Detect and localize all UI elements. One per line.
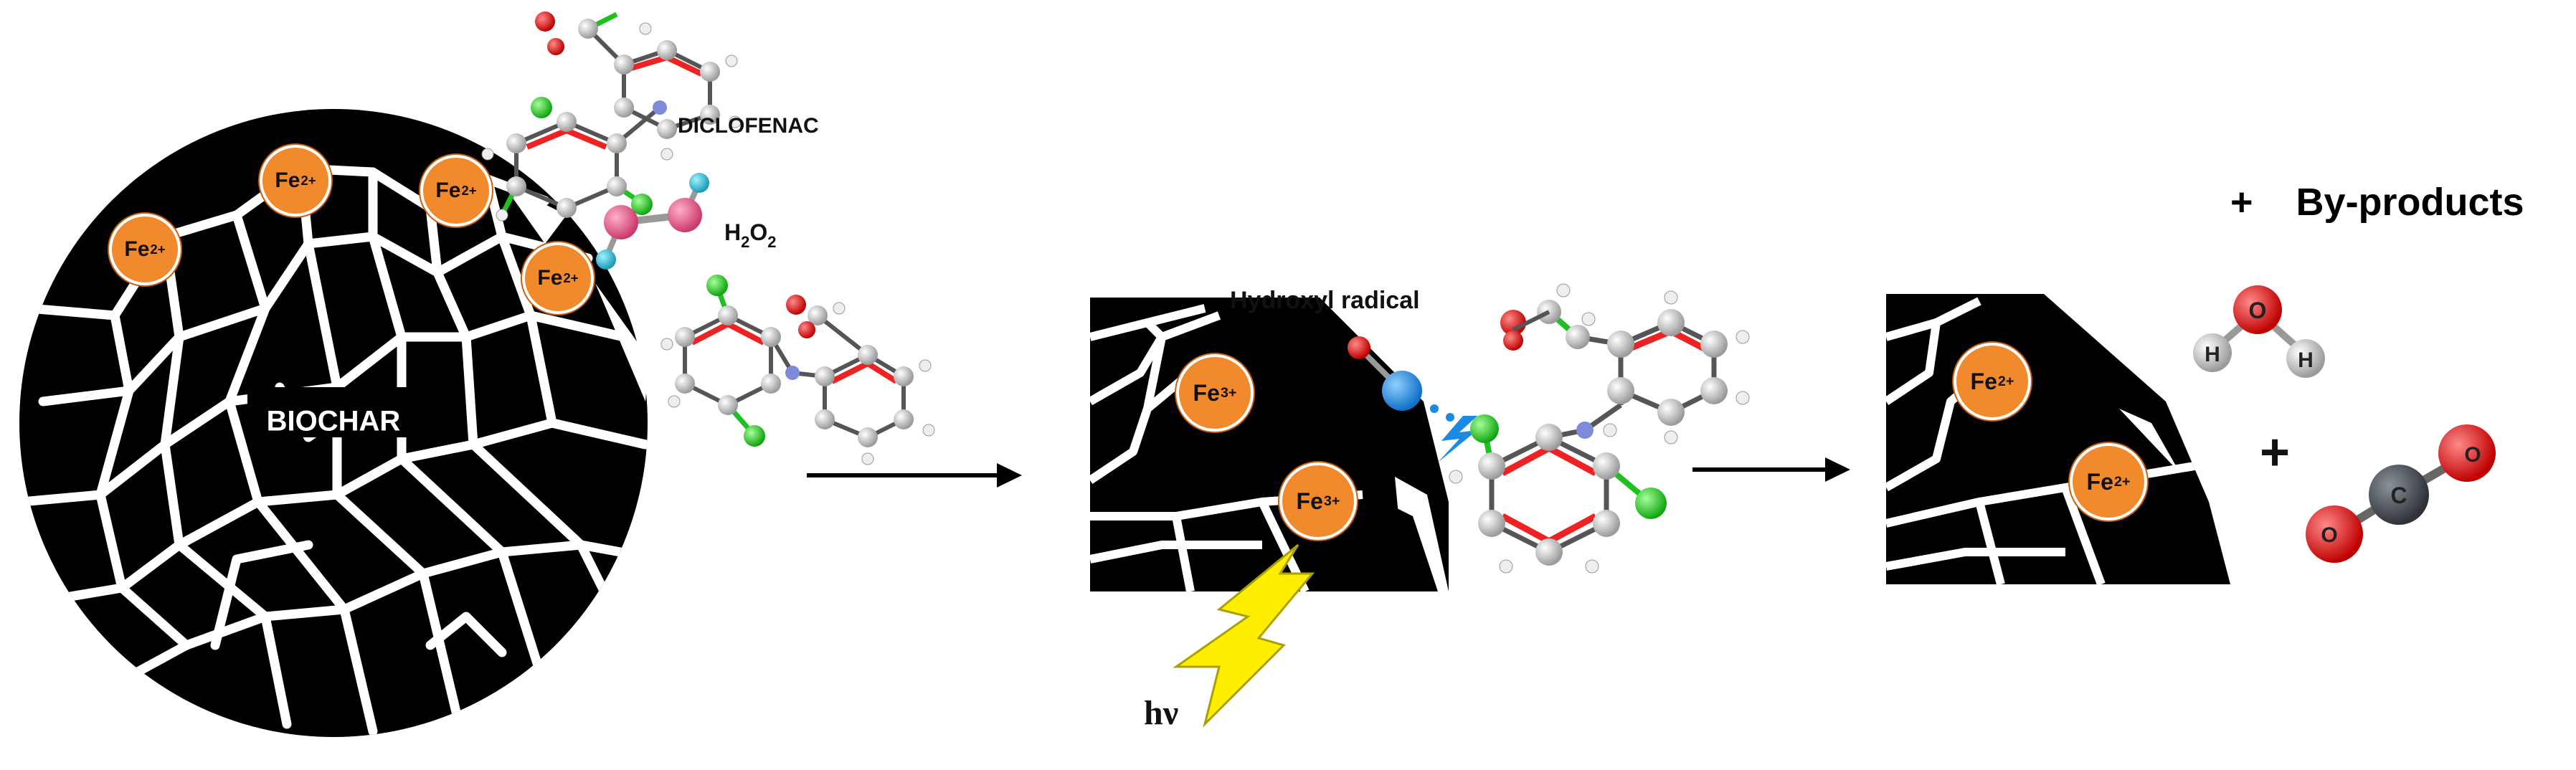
hydroxyl-radical-label: Hydroxyl radical [1230,287,1420,314]
water-h2-label: H [2298,348,2314,372]
co2-o2-label: O [2464,443,2481,467]
h2o2-label: H2O2 [724,219,777,251]
biochar-fragment-3 [1886,294,2230,584]
water-o-label: O [2249,298,2267,323]
co2-molecule [2306,424,2496,563]
byproducts-label: + By-products [2230,181,2524,224]
water-molecule [2193,285,2325,378]
reaction-arrow-2 [1692,457,1850,482]
biochar-label: BIOCHAR [267,406,401,437]
water-h1-label: H [2205,343,2220,366]
diclofenac-molecule-top [481,11,742,222]
diclofenac-molecule-bottom [660,275,935,465]
light-label: hν [1144,694,1178,732]
h2o2-molecule [596,173,709,270]
co2-o1-label: O [2321,523,2337,547]
biochar-fragment-2 [1090,298,1449,591]
light-bolt-icon [1173,543,1315,728]
diclofenac-label: DICLOFENAC [678,114,819,138]
reaction-arrow-1 [807,463,1022,488]
co2-c-label: C [2390,483,2407,508]
hydroxyl-radical [1348,336,1477,462]
plus-sign: + [2260,424,2290,481]
diclofenac-molecule-panel2 [1449,283,1750,574]
